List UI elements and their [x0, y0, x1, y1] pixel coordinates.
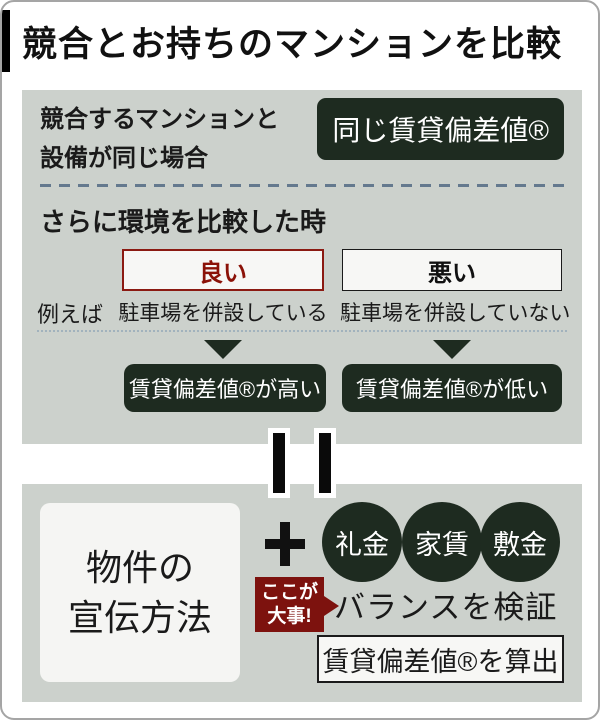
deviation-output-box: 賃貸偏差値®を算出 [317, 635, 564, 683]
bad-label-box: 悪い [342, 249, 562, 291]
low-deviation-box: 賃貸偏差値®が低い [342, 364, 562, 412]
page-title: 競合とお持ちのマンションを比較 [22, 25, 563, 64]
badge-arrow-icon [324, 596, 339, 616]
property-box-line1: 物件の [85, 546, 194, 588]
important-badge-line1: ここが [260, 581, 318, 603]
bad-example-text: 駐車場を併設していない [340, 302, 571, 325]
environment-heading: さらに環境を比較した時 [40, 207, 327, 237]
plus-icon [265, 522, 305, 566]
equals-bar [314, 428, 336, 498]
plus-horizontal-bar [265, 539, 305, 549]
dashed-divider [40, 184, 564, 187]
down-arrow-icon [204, 340, 242, 359]
case-label: 競合するマンションと 設備が同じ場合 [40, 100, 279, 178]
good-example-text: 駐車場を併設している [118, 302, 328, 325]
comparison-panel: 競合するマンションと 設備が同じ場合 同じ賃貸偏差値® さらに環境を比較した時 … [22, 90, 582, 444]
high-deviation-box: 賃貸偏差値®が高い [124, 364, 326, 412]
important-badge-line2: 大事! [267, 605, 312, 627]
example-prefix: 例えば [37, 302, 104, 327]
property-promotion-box: 物件の 宣伝方法 [40, 503, 240, 682]
case-label-line2: 設備が同じ場合 [40, 145, 208, 172]
equals-bar [268, 428, 290, 498]
fee-circle-shikikin: 敷金 [480, 502, 560, 582]
fee-circle-reikin: 礼金 [322, 502, 402, 582]
balance-text: バランスを検証 [334, 590, 558, 625]
down-arrow-icon [433, 340, 471, 359]
same-deviation-badge: 同じ賃貸偏差値® [317, 98, 564, 160]
important-badge: ここが 大事! [255, 577, 339, 632]
equals-icon [2, 428, 598, 498]
case-label-line1: 競合するマンションと [40, 106, 280, 133]
good-label-box: 良い [122, 249, 324, 291]
method-panel: 物件の 宣伝方法 礼金 家賃 敷金 ここが 大事! バランスを検証 賃貸偏差値®… [22, 484, 582, 702]
property-box-line2: 宣伝方法 [67, 596, 212, 638]
title-accent-bar [2, 10, 10, 72]
fee-circle-yachin: 家賃 [402, 502, 482, 582]
faint-dotted-divider [37, 330, 567, 332]
